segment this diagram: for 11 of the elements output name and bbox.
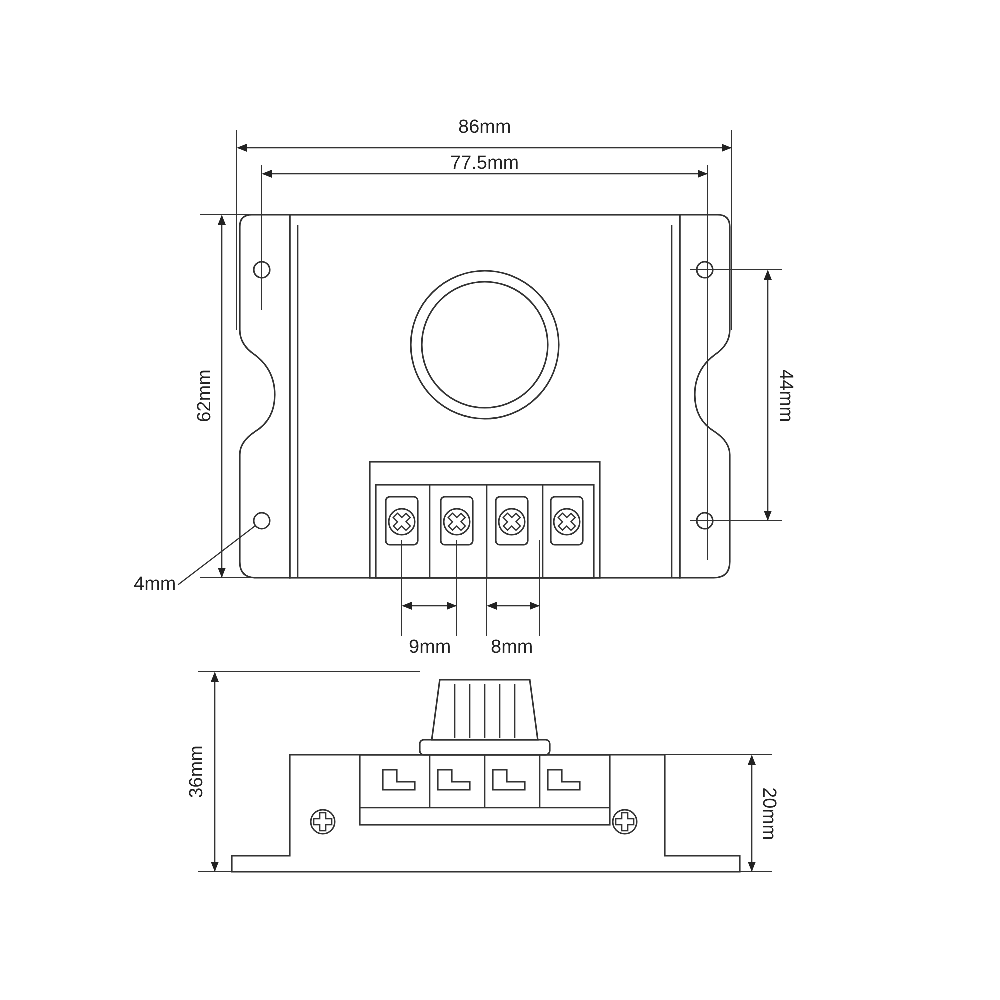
leader-line [178, 525, 256, 586]
dimension-label: 86mm [458, 117, 512, 139]
dimension-label: 8mm [491, 637, 534, 659]
dimension-label: 20mm [756, 788, 779, 840]
mounting-hole [253, 512, 271, 530]
dimension-label: 9mm [409, 637, 452, 659]
dimension-label: 44mm [774, 370, 796, 422]
dimension-label: 62mm [194, 370, 216, 422]
dimension-label: 36mm [186, 746, 208, 798]
dimension-label: 4mm [134, 574, 176, 596]
dimension-label: 77.5mm [450, 153, 520, 175]
